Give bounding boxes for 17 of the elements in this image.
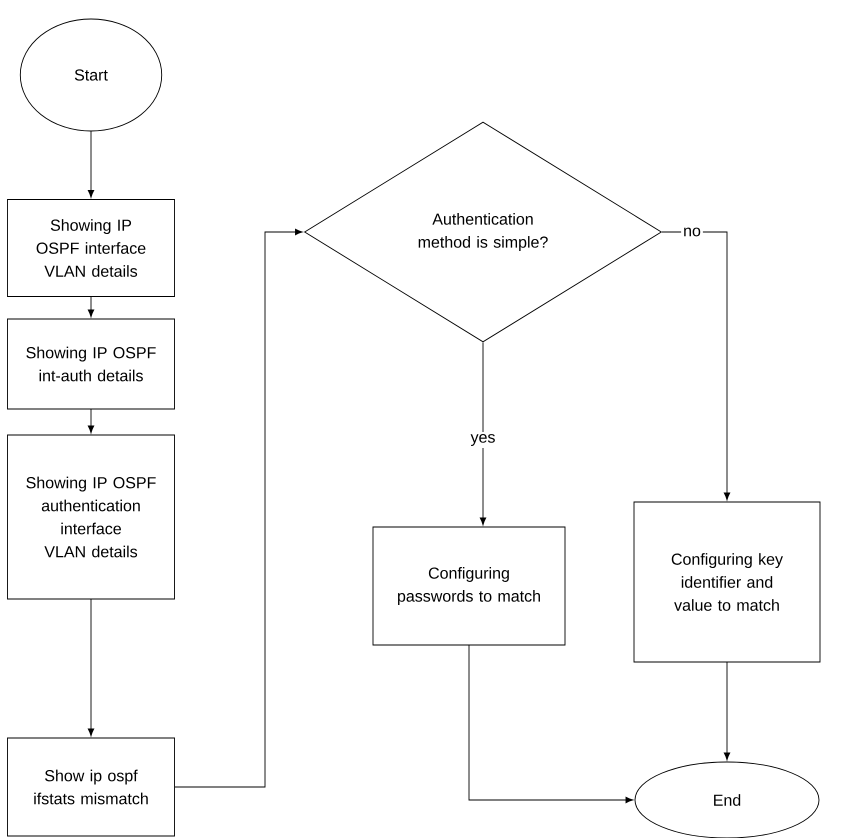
arrow	[88, 599, 94, 736]
process-box: Showing IP OSPF interface VLAN details	[7, 199, 175, 297]
arrow	[174, 228, 303, 788]
arrow	[662, 232, 730, 500]
process-box: Configuring key identifier and value to match	[634, 502, 820, 662]
process-box: Configuring passwords to match	[372, 526, 566, 646]
process-box: Showing IP OSPF int-auth details	[7, 318, 175, 410]
process-box: Show ip ospf ifstats mismatch	[7, 738, 175, 836]
arrow	[480, 342, 486, 526]
arrow	[88, 131, 94, 198]
arrow	[88, 296, 94, 318]
edge-label: no	[681, 226, 703, 238]
arrow	[88, 409, 94, 434]
arrow	[724, 662, 730, 760]
arrow	[468, 645, 634, 804]
process-box: Showing IP OSPF authentication interface VLAN details	[7, 434, 175, 600]
edge-label: yes	[468, 432, 498, 448]
